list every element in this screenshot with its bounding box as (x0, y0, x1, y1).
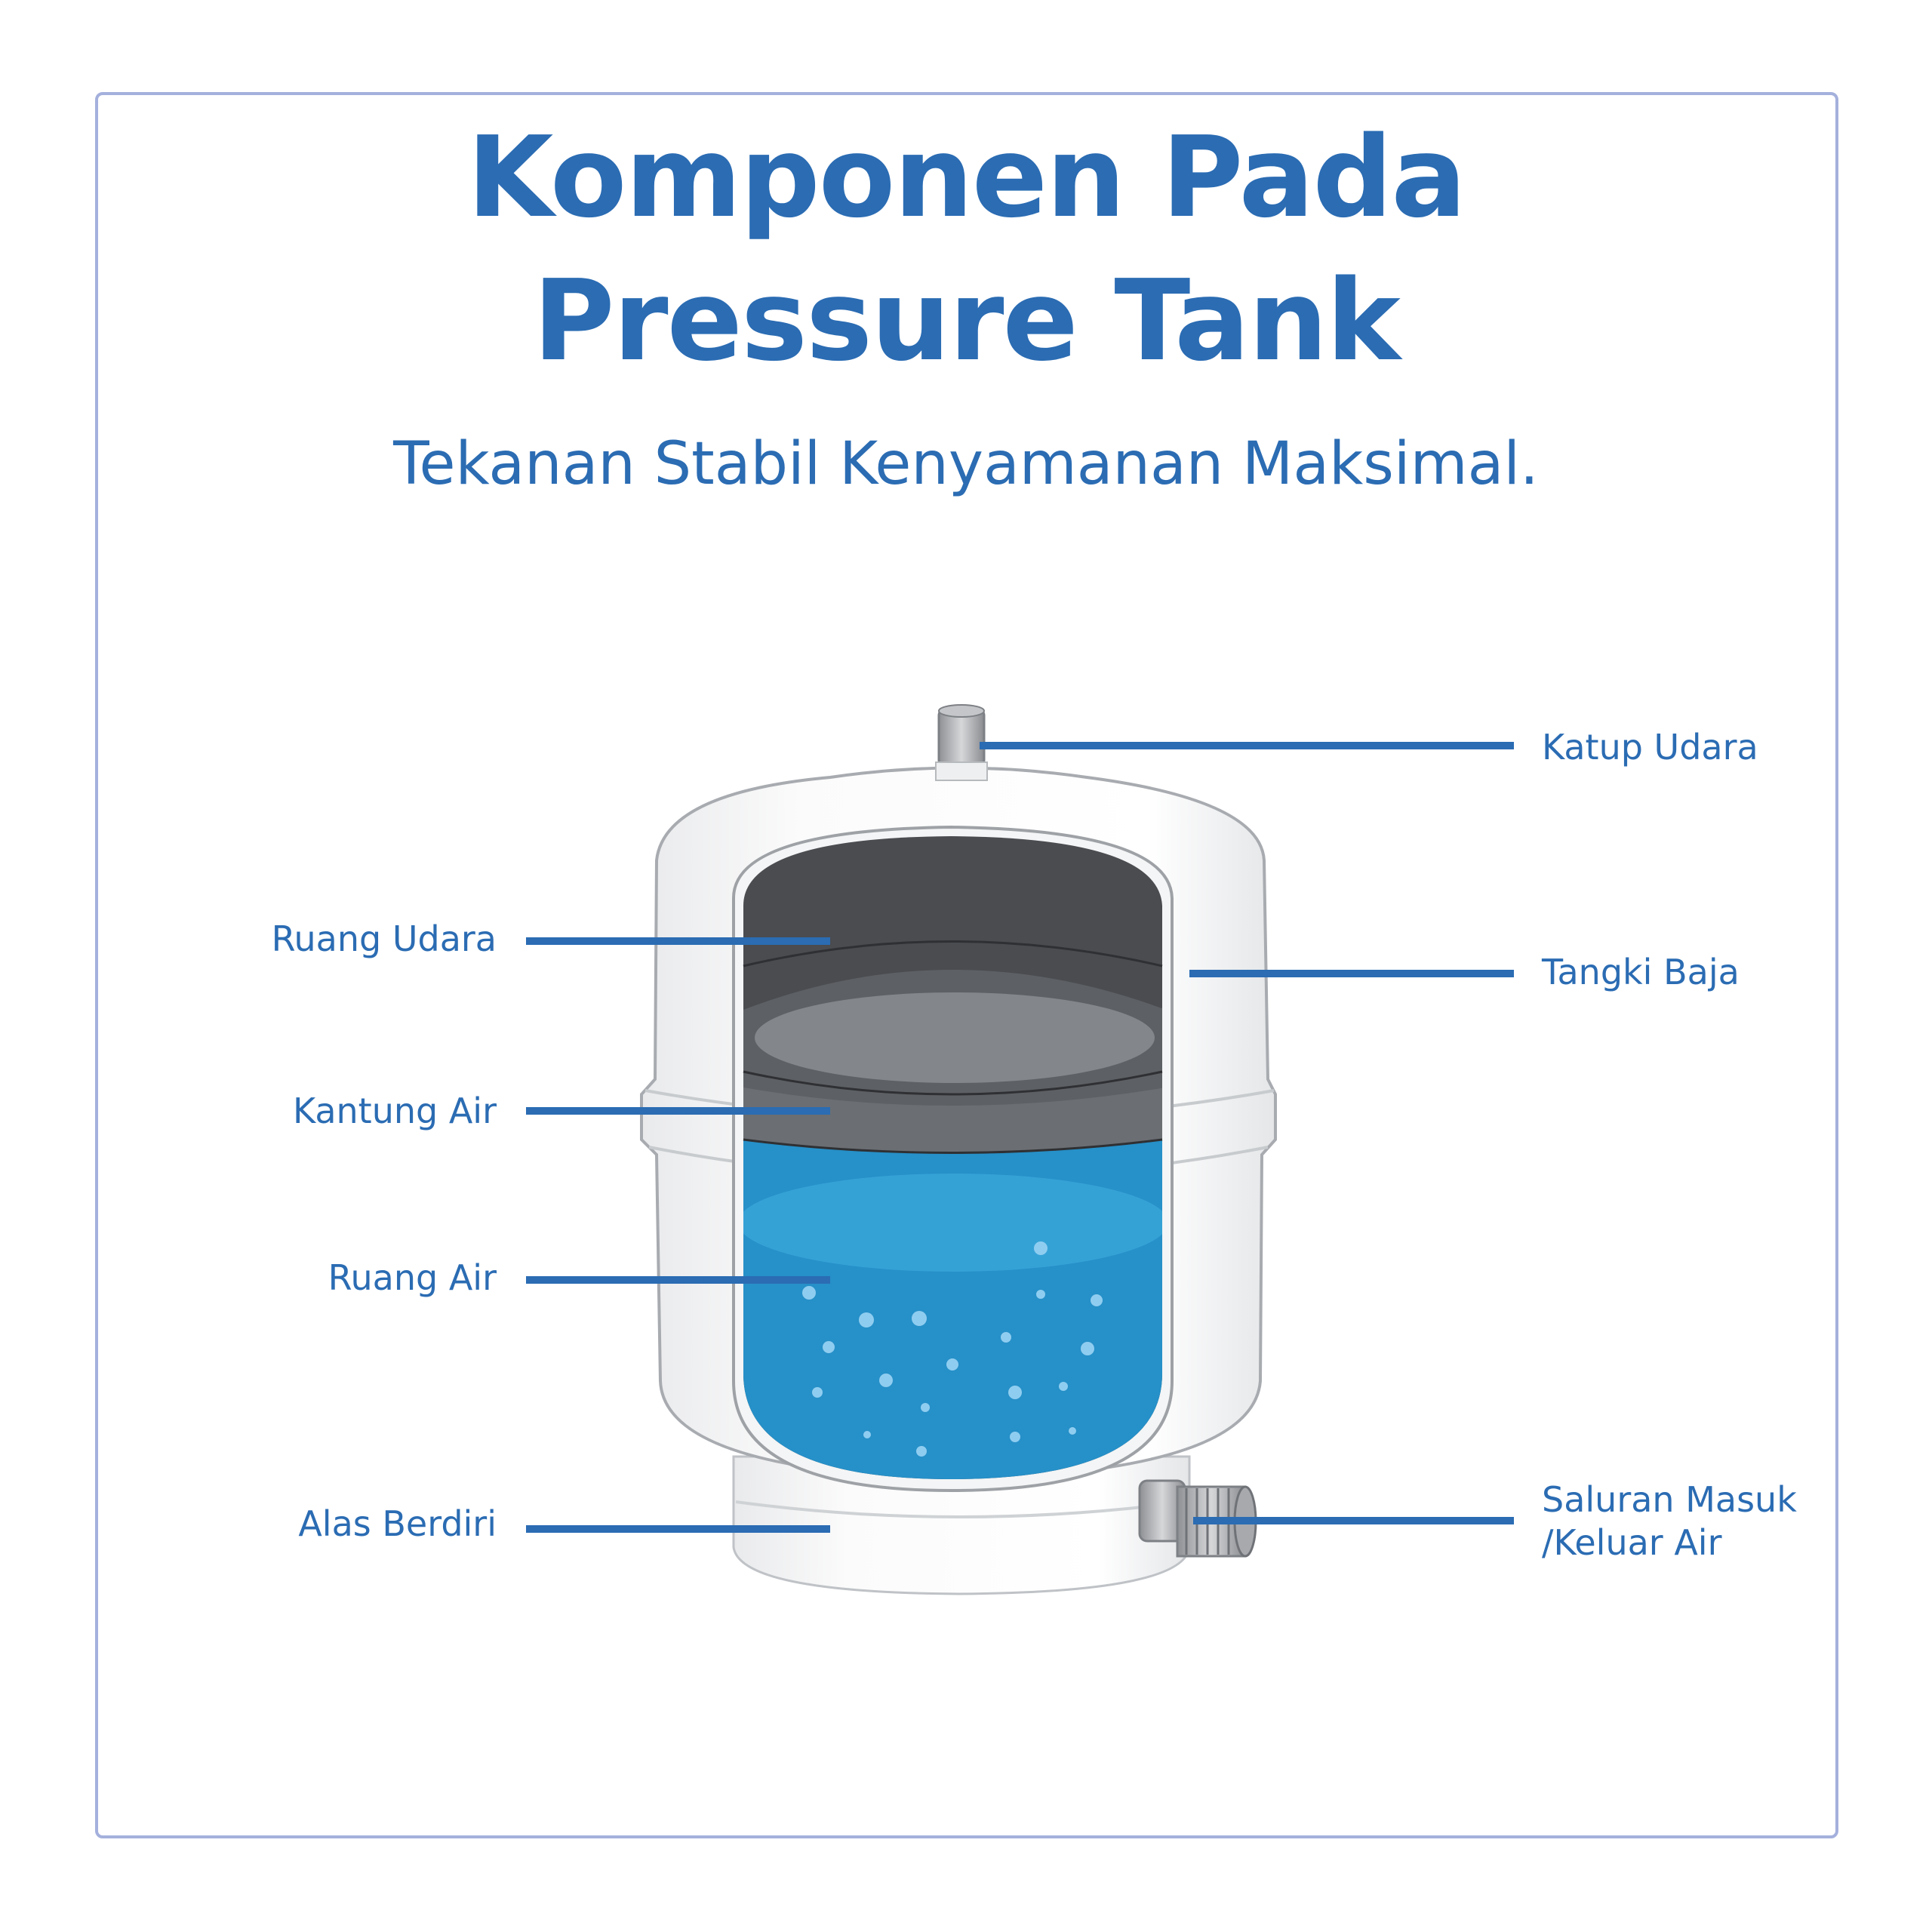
label-ruang-air: Ruang Air (328, 1257, 497, 1298)
title-line-2: Pressure Tank (533, 256, 1401, 386)
subtitle: Tekanan Stabil Kenyamanan Maksimal. (393, 430, 1539, 498)
base-stand (732, 1455, 1191, 1595)
label-tangki-baja: Tangki Baja (1542, 952, 1740, 992)
card-frame (95, 92, 1838, 1838)
label-saluran-line-1: Saluran Masuk (1542, 1479, 1797, 1520)
label-ruang-udara: Ruang Udara (271, 918, 497, 959)
label-saluran-line-2: /Keluar Air (1542, 1522, 1722, 1563)
title-line-1: Komponen Pada (466, 112, 1466, 242)
air-valve (937, 708, 986, 768)
bubbles (802, 1241, 1103, 1457)
label-alas-berdiri: Alas Berdiri (298, 1503, 497, 1544)
label-kantung-air: Kantung Air (292, 1091, 497, 1131)
label-katup-udara: Katup Udara (1542, 727, 1758, 768)
